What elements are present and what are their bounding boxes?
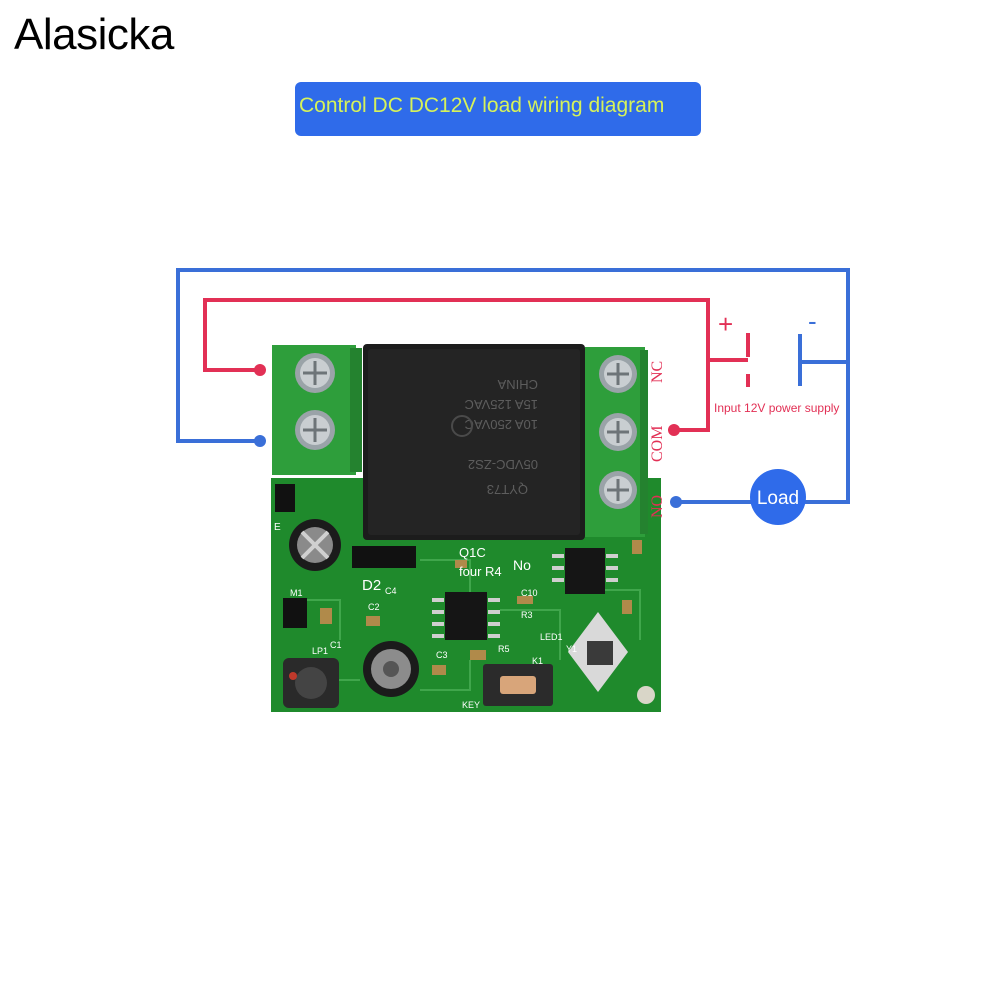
- diagram-title-banner: Control DC DC12V load wiring diagram: [295, 82, 701, 136]
- battery-symbol: + - Input 12V power supply: [714, 306, 839, 415]
- relay-text-3: 10A 250VAC: [465, 417, 538, 432]
- ic-chip-left: [432, 592, 500, 640]
- negative-input-dot: [254, 435, 266, 447]
- label-q1c: Q1C: [459, 545, 486, 560]
- label-r5: R5: [498, 644, 510, 654]
- capacitor-lower: [363, 641, 419, 697]
- screw-icon: [599, 413, 637, 451]
- capacitor-e: [289, 519, 341, 571]
- label-y1: Y1: [566, 644, 577, 654]
- load-label: Load: [757, 488, 799, 509]
- ic-chip-right: [552, 548, 618, 594]
- brand-logo-text: Alasicka: [14, 10, 174, 59]
- label-e: E: [274, 522, 281, 533]
- battery-plus-label: +: [718, 309, 733, 339]
- crystal-y1: [568, 612, 628, 692]
- label-c10: C10: [521, 588, 538, 598]
- screw-icon: [599, 471, 637, 509]
- terminal-label-no: NO: [649, 495, 666, 518]
- load-symbol: Load: [750, 469, 806, 525]
- label-c4: C4: [385, 586, 397, 596]
- no-terminal-dot: [670, 496, 682, 508]
- relay-text-4: 15A 125VAC: [465, 397, 538, 412]
- terminal-label-nc: NC: [649, 361, 666, 383]
- power-supply-label: Input 12V power supply: [714, 401, 839, 415]
- label-c1: C1: [330, 640, 342, 650]
- input-terminal-block: [272, 345, 362, 475]
- label-r3: R3: [521, 610, 533, 620]
- screw-icon: [295, 353, 335, 393]
- inductor-lp1: [283, 658, 339, 708]
- diagram-title: Control DC DC12V load wiring diagram: [299, 94, 665, 117]
- key-button: [483, 664, 553, 706]
- relay-text-2: 05VDC-ZS2: [468, 457, 538, 472]
- screw-icon: [599, 355, 637, 393]
- relay: QYT73 05VDC-ZS2 10A 250VAC 15A 125VAC CH…: [363, 344, 585, 540]
- label-no-board: No: [513, 557, 531, 573]
- relay-text-1: QYT73: [487, 482, 528, 497]
- smd-top-left: [275, 484, 295, 512]
- label-four-r4: four R4: [459, 564, 502, 579]
- label-c2: C2: [368, 602, 380, 612]
- label-key: KEY: [462, 700, 480, 710]
- negative-wire: [176, 268, 850, 504]
- output-terminal-block: NC COM NO: [585, 347, 666, 537]
- label-c3: C3: [436, 650, 448, 660]
- terminal-label-com: COM: [649, 426, 666, 462]
- relay-text-5: CHINA: [497, 377, 538, 392]
- label-k1: K1: [532, 656, 543, 666]
- label-d2: D2: [362, 577, 381, 594]
- positive-wire: [203, 298, 748, 432]
- mosfet-m1: [283, 598, 307, 628]
- label-lp1: LP1: [312, 646, 328, 656]
- battery-minus-label: -: [808, 306, 817, 336]
- label-m1: M1: [290, 588, 303, 598]
- label-led1: LED1: [540, 632, 563, 642]
- screw-icon: [295, 410, 335, 450]
- com-terminal-dot: [668, 424, 680, 436]
- diode-d2: [352, 546, 416, 568]
- positive-input-dot: [254, 364, 266, 376]
